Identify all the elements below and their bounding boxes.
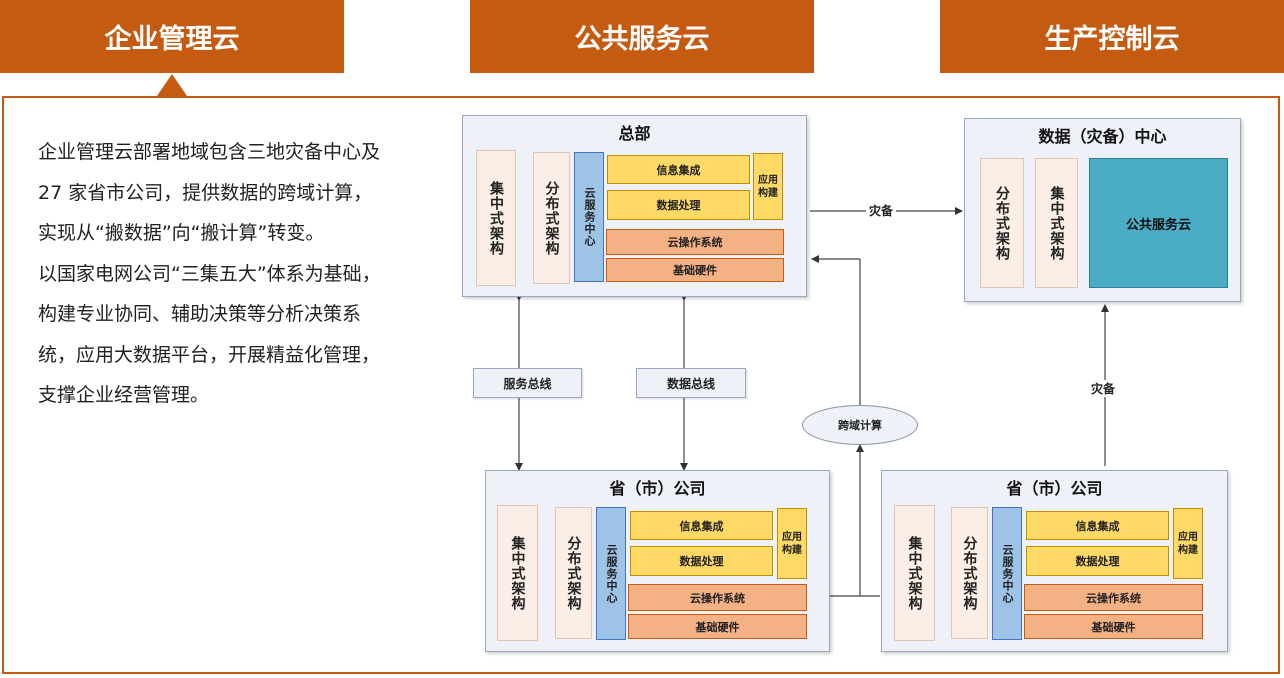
province-right-cloud-center-box: 云服务中心 (992, 507, 1022, 640)
province-right-data-processing: 数据处理 (1026, 546, 1169, 576)
hq-info-integration: 信息集成 (607, 155, 750, 184)
province-left-data-processing: 数据处理 (630, 546, 773, 576)
hq-hardware: 基础硬件 (606, 258, 784, 282)
hq-title: 总部 (618, 124, 651, 143)
tab-public-service-cloud[interactable]: 公共服务云 (470, 0, 814, 73)
data-center-title: 数据（灾备）中心 (1038, 127, 1167, 146)
province-left-cloud-os: 云操作系统 (628, 584, 807, 611)
hq-cloud-os: 云操作系统 (606, 229, 784, 255)
province-right-cloud-os: 云操作系统 (1024, 584, 1203, 611)
province-right-centralized-box: 集中式架构 (894, 505, 935, 641)
province-left-cloud-center-box: 云服务中心 (596, 507, 626, 640)
hq-distributed-box: 分布式架构 (533, 152, 570, 284)
hq-data-processing: 数据处理 (607, 190, 750, 220)
province-right-title: 省（市）公司 (1006, 479, 1103, 498)
dc-distributed-box: 分布式架构 (980, 158, 1024, 288)
province-left-title: 省（市）公司 (609, 479, 706, 498)
backup-label-right: 灾备 (1088, 380, 1119, 397)
province-left-hardware: 基础硬件 (628, 614, 807, 639)
tab-production-control-cloud[interactable]: 生产控制云 (940, 0, 1284, 73)
data-bus-label: 数据总线 (636, 368, 746, 398)
description-paragraph-2: 以国家电网公司“三集五大”体系为基础，构建专业协同、辅助决策等分析决策系统，应用… (38, 262, 381, 407)
province-left-app-build: 应用构建 (777, 508, 807, 579)
province-right-distributed-box: 分布式架构 (951, 507, 988, 639)
hq-app-build: 应用构建 (753, 153, 783, 220)
province-right-app-build: 应用构建 (1173, 508, 1203, 579)
cross-domain-compute: 跨域计算 (802, 405, 918, 445)
service-bus-label: 服务总线 (473, 368, 582, 398)
province-right-hardware: 基础硬件 (1024, 614, 1203, 639)
dc-centralized-box: 集中式架构 (1035, 158, 1078, 288)
hq-cloud-center-box: 云服务中心 (574, 152, 604, 282)
province-left-distributed-box: 分布式架构 (555, 507, 592, 639)
backup-label-top: 灾备 (866, 202, 897, 219)
description-paragraph-1: 企业管理云部署地域包含三地灾备中心及 27 家省市公司，提供数据的跨域计算，实现… (38, 141, 381, 244)
province-left-info-integration: 信息集成 (630, 511, 773, 540)
description-text: 企业管理云部署地域包含三地灾备中心及 27 家省市公司，提供数据的跨域计算，实现… (38, 132, 388, 416)
hq-centralized-box: 集中式架构 (476, 150, 516, 286)
province-left-centralized-box: 集中式架构 (497, 505, 538, 641)
province-right-info-integration: 信息集成 (1026, 511, 1169, 540)
dc-public-service-cloud: 公共服务云 (1089, 158, 1228, 288)
content-frame (2, 96, 1280, 674)
active-tab-pointer (157, 74, 187, 96)
tab-enterprise-management-cloud[interactable]: 企业管理云 (0, 0, 344, 73)
